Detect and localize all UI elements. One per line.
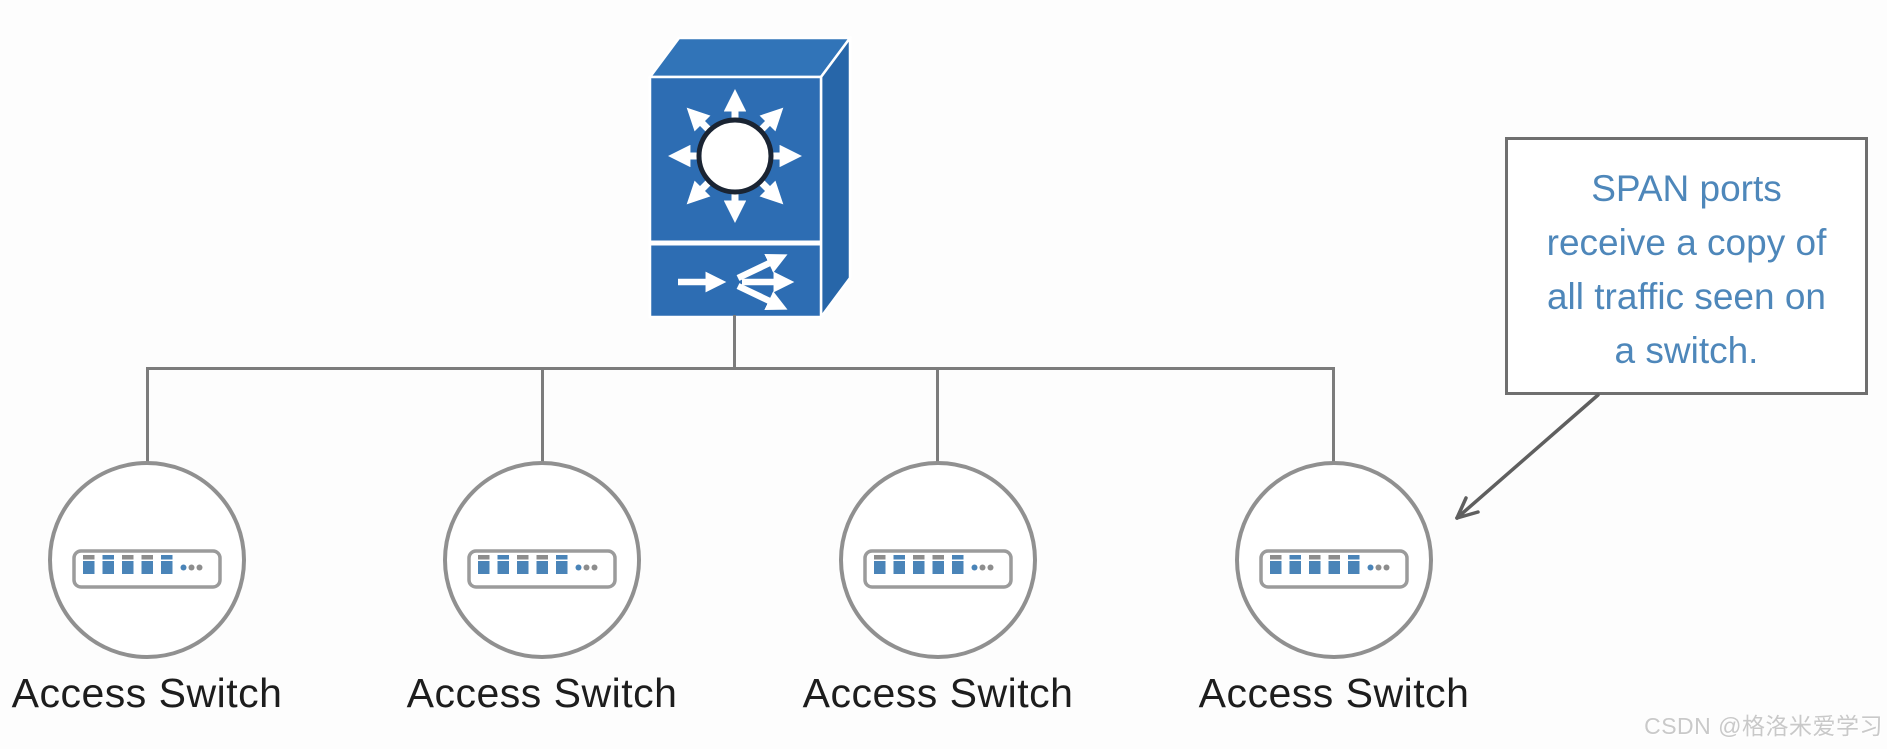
callout-line-4: a switch. bbox=[1614, 330, 1759, 371]
drop-line-3 bbox=[936, 368, 939, 463]
switch-fanout-glyph bbox=[678, 253, 795, 311]
span-callout-box: SPAN ports receive a copy of all traffic… bbox=[1505, 137, 1868, 395]
drop-line-2 bbox=[541, 368, 544, 463]
mini-switch-icon bbox=[1259, 549, 1409, 589]
core-switch-icon bbox=[647, 36, 853, 321]
core-drop-line bbox=[733, 315, 736, 368]
access-switch-label-1: Access Switch bbox=[11, 670, 283, 716]
switch-hub-circle bbox=[696, 117, 774, 195]
mini-switch-icon bbox=[467, 549, 617, 589]
access-switch-label-3: Access Switch bbox=[802, 670, 1074, 716]
callout-pointer-arrow bbox=[1455, 393, 1600, 520]
access-switch-node-2 bbox=[443, 461, 641, 659]
mini-switch-icon bbox=[72, 549, 222, 589]
access-switch-node-1 bbox=[48, 461, 246, 659]
mini-switch-icon bbox=[863, 549, 1013, 589]
bus-line bbox=[146, 367, 1335, 370]
switch-top-face bbox=[647, 36, 853, 79]
callout-line-1: SPAN ports bbox=[1591, 168, 1782, 209]
access-switch-label-4: Access Switch bbox=[1198, 670, 1470, 716]
access-switch-node-4 bbox=[1235, 461, 1433, 659]
callout-line-3: all traffic seen on bbox=[1546, 276, 1827, 317]
watermark-text: CSDN @格洛米爱学习 bbox=[1644, 713, 1883, 739]
drop-line-4 bbox=[1332, 368, 1335, 463]
callout-line-2: receive a copy of bbox=[1546, 222, 1827, 263]
access-switch-label-2: Access Switch bbox=[406, 670, 678, 716]
access-switch-node-3 bbox=[839, 461, 1037, 659]
switch-side-face bbox=[819, 36, 852, 321]
drop-line-1 bbox=[146, 368, 149, 463]
